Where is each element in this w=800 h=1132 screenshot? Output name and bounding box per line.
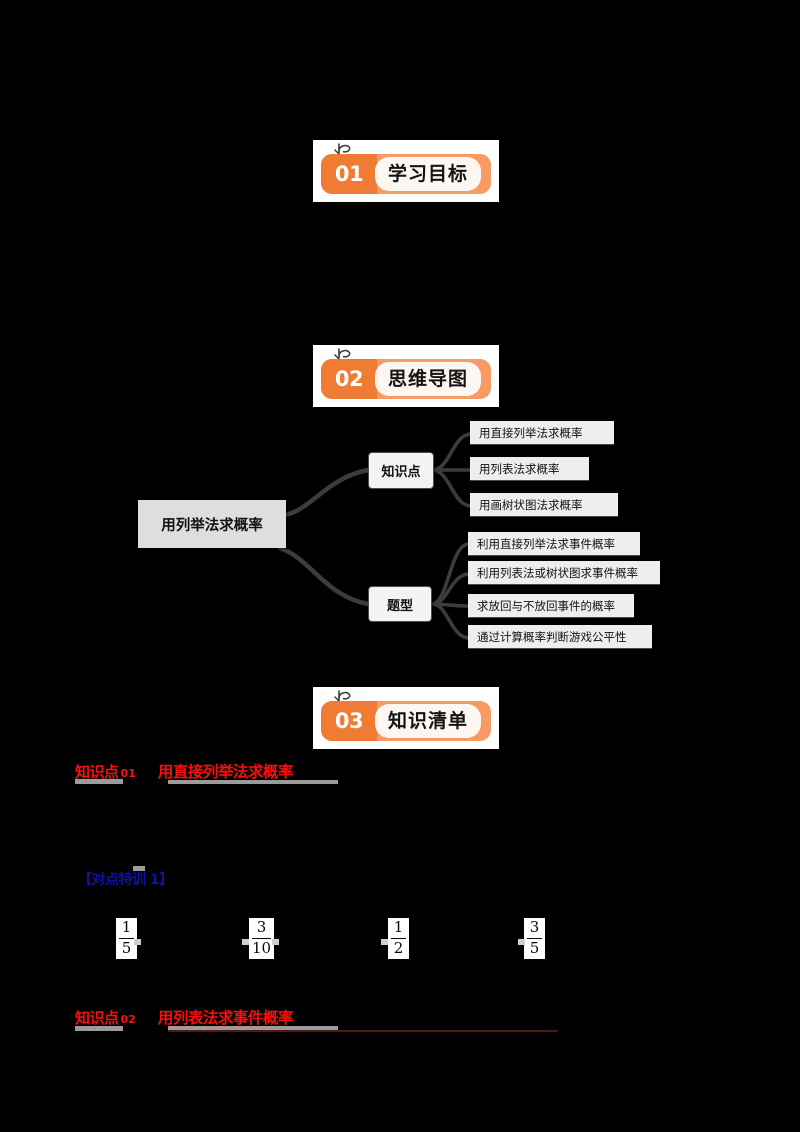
text-shadow-mark xyxy=(75,779,123,784)
section-badge-03: 03 知识清单 xyxy=(313,687,499,749)
knowledge-point-number: 02 xyxy=(120,1013,136,1026)
mindmap-connectors xyxy=(277,432,472,640)
mindmap-leaf: 求放回与不放回事件的概率 xyxy=(468,594,634,618)
fraction-denominator: 5 xyxy=(529,939,540,958)
mindmap-leaf: 用直接列举法求概率 xyxy=(470,421,614,445)
fraction-tick-mark xyxy=(518,939,525,945)
knowledge-point-tag: 知识点 xyxy=(75,1009,119,1027)
text-shadow-mark xyxy=(133,866,145,871)
knowledge-point-number: 01 xyxy=(120,767,136,780)
mindmap-leaf: 用画树状图法求概率 xyxy=(470,493,618,517)
badge-number-block xyxy=(321,154,377,194)
fraction-option: 1 5 xyxy=(116,918,137,959)
badge-title: 学习目标 xyxy=(387,163,468,185)
fraction-denominator: 2 xyxy=(393,939,404,958)
fraction-denominator: 5 xyxy=(121,939,132,958)
badge-inner-plate xyxy=(375,362,481,396)
badge-inner-plate xyxy=(375,157,481,191)
fraction-numerator: 1 xyxy=(393,918,404,936)
mindmap-branch-knowledge: 知识点 xyxy=(368,452,434,489)
fraction-tick-mark xyxy=(242,939,249,945)
fraction-tick-mark xyxy=(381,939,388,945)
badge-number-block xyxy=(321,701,377,741)
fraction-bar xyxy=(252,937,272,940)
badge-number: 01 xyxy=(334,162,364,186)
knowledge-point-tag: 知识点 xyxy=(75,763,119,781)
badge-title: 思维导图 xyxy=(387,368,468,390)
fraction-tick-mark xyxy=(134,939,141,945)
knowledge-point-title: 用直接列举法求概率 xyxy=(157,763,294,781)
mindmap-leaf: 利用直接列举法求事件概率 xyxy=(468,532,640,556)
fraction-bar xyxy=(119,937,134,940)
mindmap-leaf: 通过计算概率判断游戏公平性 xyxy=(468,625,652,649)
badge-title: 知识清单 xyxy=(387,710,468,732)
fraction-option: 3 5 xyxy=(524,918,545,959)
mindmap: 用列举法求概率 知识点 题型 用直接列举法求概率 用列表法求概率 用画树状图法求… xyxy=(120,408,680,668)
fraction-numerator: 3 xyxy=(256,918,267,936)
fraction-numerator: 1 xyxy=(121,918,132,936)
badge-number: 03 xyxy=(334,709,364,733)
fraction-bar xyxy=(527,937,542,940)
mindmap-leaf: 利用列表法或树状图求事件概率 xyxy=(468,561,660,585)
badge-inner-plate xyxy=(375,704,481,738)
mindmap-root-node: 用列举法求概率 xyxy=(138,500,286,548)
text-shadow-mark xyxy=(168,1026,338,1030)
heading-underline xyxy=(168,1030,558,1032)
fraction-denominator: 10 xyxy=(252,939,272,958)
section-badge-01: 01 学习目标 xyxy=(313,140,499,202)
fraction-tick-mark xyxy=(272,939,279,945)
text-shadow-mark xyxy=(75,1026,123,1031)
badge-number-block xyxy=(321,359,377,399)
fraction-option: 3 10 xyxy=(249,918,275,959)
mindmap-leaf: 用列表法求概率 xyxy=(470,457,589,481)
knowledge-point-title: 用列表法求事件概率 xyxy=(157,1009,294,1027)
fraction-option: 1 2 xyxy=(388,918,409,959)
mindmap-branch-questiontype: 题型 xyxy=(368,586,432,622)
section-badge-02: 02 思维导图 xyxy=(313,345,499,407)
badge-number: 02 xyxy=(334,367,364,391)
drill-label: 【对点特训 1】 xyxy=(78,872,173,888)
knowledge-point-heading-02: 知识点 02 用列表法求事件概率 xyxy=(75,1006,293,1028)
knowledge-point-heading-01: 知识点 01 用直接列举法求概率 xyxy=(75,760,293,782)
text-shadow-mark xyxy=(168,780,338,784)
fraction-bar xyxy=(391,937,406,940)
fraction-numerator: 3 xyxy=(529,918,540,936)
